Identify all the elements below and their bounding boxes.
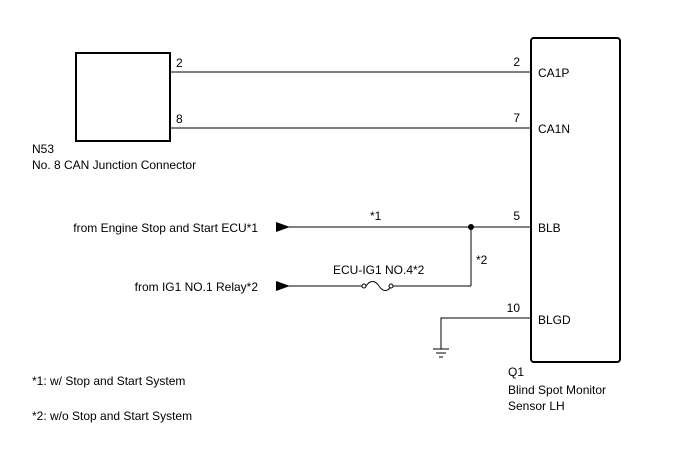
connector-n53-box [75,52,171,142]
fuse-label: ECU-IG1 NO.4*2 [333,263,425,277]
wire-blgd [440,317,531,349]
sensor-pin-number-blgd: 10 [507,301,521,315]
connector-pin-1: 2 [176,56,183,70]
source-engine-ecu: from Engine Stop and Start ECU*1 [73,221,258,235]
source-ig1-relay: from IG1 NO.1 Relay*2 [135,280,259,294]
fuse-symbol [365,281,392,291]
sensor-pin-label-blgd: BLGD [538,313,571,327]
sensor-id: Q1 [508,365,524,379]
fuse-terminal-left [361,283,367,289]
sensor-pin-label-ca1p: CA1P [538,66,569,80]
sensor-pin-label-blb: BLB [538,221,561,235]
connector-id: N53 [32,142,54,156]
sensor-q1-box [530,37,621,363]
sensor-pin-number-ca1p: 2 [513,55,520,69]
sensor-pin-number-ca1n: 7 [513,111,520,125]
sensor-name-line1: Blind Spot Monitor [508,383,606,397]
connector-pin-2: 8 [176,112,183,126]
note-2: *2: w/o Stop and Start System [32,409,192,423]
sensor-pin-number-blb: 5 [513,209,520,223]
note-1: *1: w/ Stop and Start System [32,374,185,388]
sensor-pin-label-ca1n: CA1N [538,122,570,136]
branch-mark-w: *1 [370,209,382,223]
sensor-name-line2: Sensor LH [508,399,565,413]
branch-mark-wo: *2 [476,253,488,267]
connector-name: No. 8 CAN Junction Connector [32,158,196,172]
fuse-terminal-right [388,283,394,289]
